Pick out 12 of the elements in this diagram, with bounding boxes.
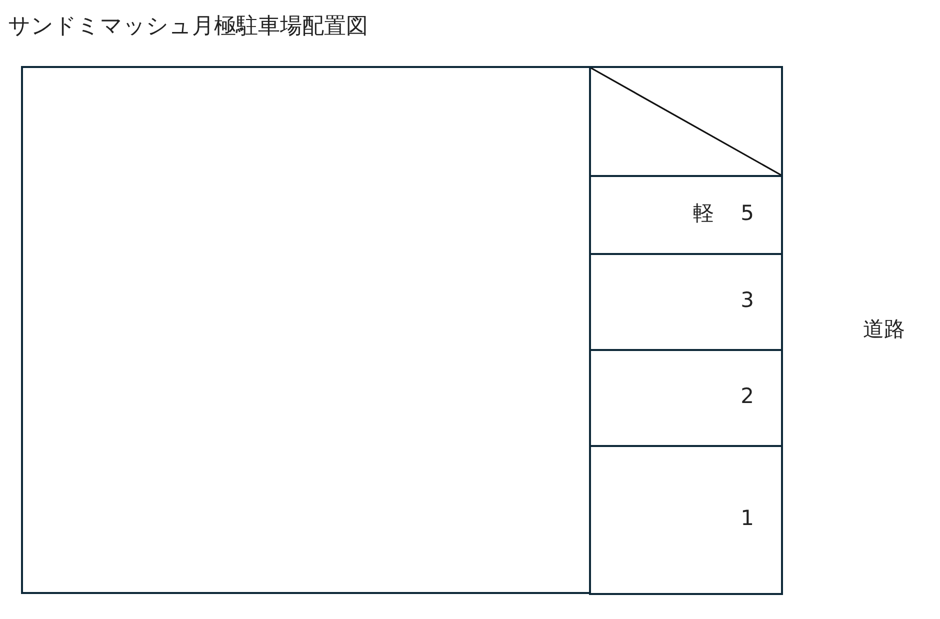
- parking-space: [589, 175, 783, 255]
- space-number: 1: [740, 506, 754, 530]
- building-area: [21, 66, 592, 594]
- parking-space: [589, 253, 783, 351]
- space-type: 軽: [693, 201, 714, 225]
- title: サンドミマッシュ月極駐車場配置図: [8, 13, 368, 41]
- space-number: 3: [740, 288, 754, 312]
- space-number: 5: [740, 201, 754, 225]
- parking-space: [589, 349, 783, 447]
- road-label: 道路: [863, 317, 905, 341]
- parking-space: [589, 445, 783, 595]
- space-number: 2: [740, 384, 754, 408]
